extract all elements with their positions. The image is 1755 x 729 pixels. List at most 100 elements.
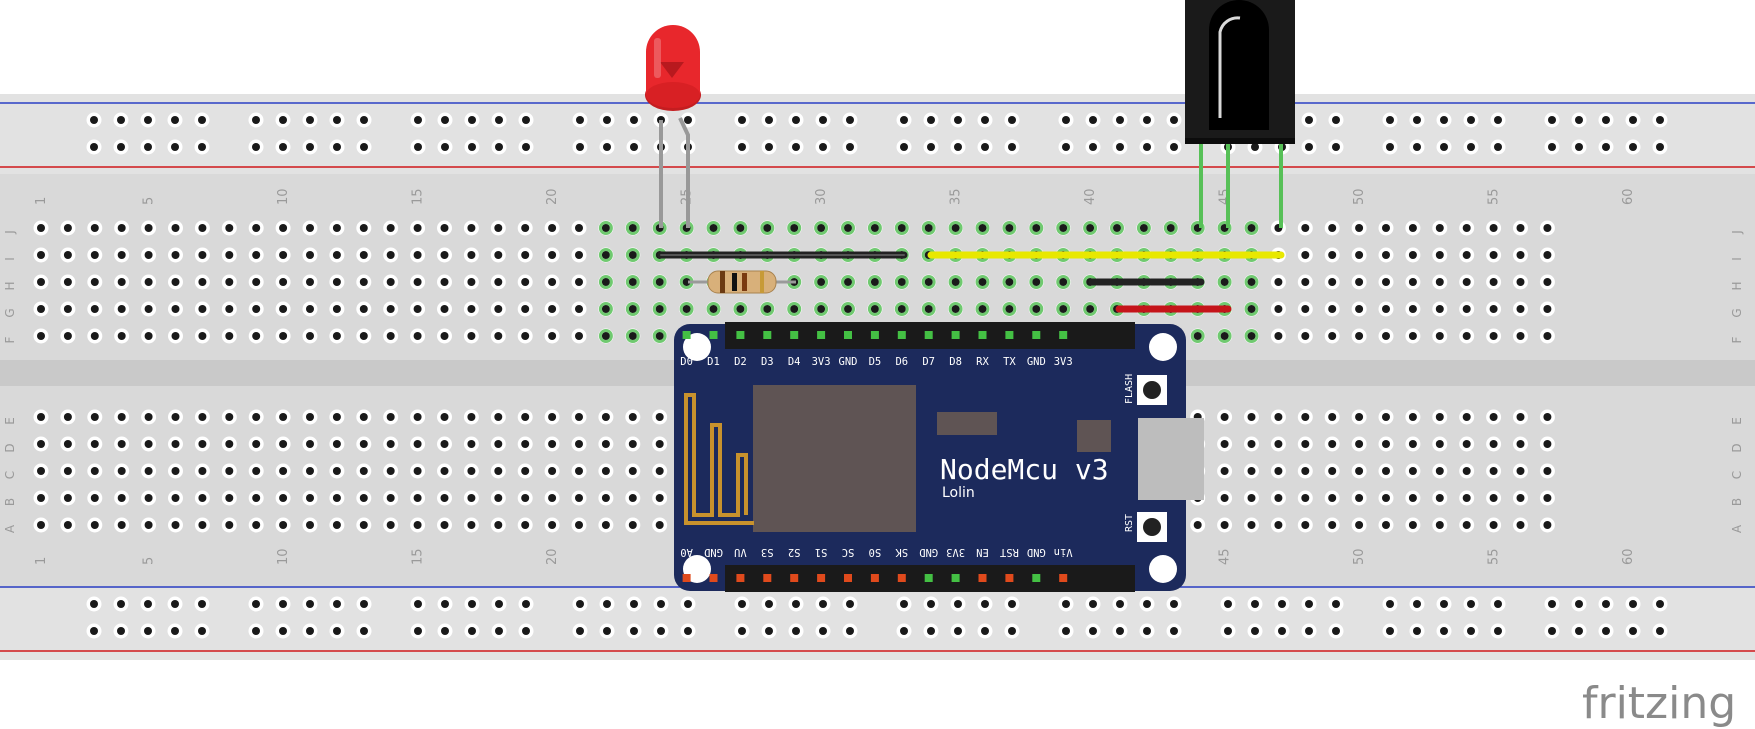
connected-hole-highlight (652, 275, 667, 289)
pin-pad-bottom (870, 574, 879, 582)
rail-hole (1625, 112, 1641, 128)
breadboard-hole (60, 436, 76, 452)
breadboard-hole (437, 301, 452, 317)
rail-hole (518, 596, 534, 612)
column-number: 55 (1487, 548, 1502, 565)
breadboard-hole (1459, 436, 1475, 452)
connected-hole-highlight (1029, 302, 1044, 316)
pin-label-top: D7 (922, 356, 935, 368)
breadboard-hole (463, 274, 479, 290)
breadboard-hole (221, 517, 237, 533)
rail-hole (1436, 623, 1452, 639)
breadboard-hole (168, 409, 183, 425)
rail-hole (437, 139, 453, 155)
breadboard-hole (248, 247, 264, 263)
breadboard-hole (544, 463, 560, 479)
pin-label-bottom: A0 (680, 546, 693, 558)
rail-hole (1112, 112, 1128, 128)
breadboard-hole (194, 436, 210, 452)
rail-hole (815, 139, 831, 155)
breadboard-hole (1217, 463, 1233, 479)
breadboard-hole (1405, 328, 1421, 344)
connected-hole-highlight (1029, 221, 1044, 235)
breadboard-hole (33, 301, 49, 317)
breadboard-hole (410, 220, 426, 236)
breadboard-hole (356, 463, 372, 479)
column-number: 20 (545, 188, 560, 205)
rail-hole (1409, 112, 1425, 128)
breadboard-hole (1539, 274, 1555, 290)
breadboard-hole (168, 436, 183, 452)
breadboard-hole (1513, 409, 1528, 425)
connected-hole-highlight (598, 248, 613, 262)
breadboard-hole (87, 247, 103, 263)
pin-pad-top (682, 331, 691, 339)
breadboard-hole (410, 517, 426, 533)
pin-pad-bottom (897, 574, 906, 582)
pin-label-top: GND (1027, 356, 1046, 368)
row-letter: G (1730, 308, 1744, 317)
rail-hole (1544, 623, 1560, 639)
rail-hole (1652, 596, 1668, 612)
rail-hole (1598, 596, 1614, 612)
rail-hole (1004, 139, 1020, 155)
breadboard-hole (544, 490, 560, 506)
connected-hole-highlight (1002, 302, 1017, 316)
breadboard-hole (114, 220, 130, 236)
breadboard-hole (1324, 220, 1340, 236)
rail-hole (788, 623, 804, 639)
rail-hole (1571, 139, 1587, 155)
breadboard-hole (114, 328, 130, 344)
breadboard-hole (1486, 517, 1502, 533)
connected-hole-highlight (1244, 221, 1259, 235)
chip-rect (937, 412, 997, 435)
breadboard-hole (114, 301, 130, 317)
row-letter: C (1730, 471, 1744, 479)
breadboard-hole (598, 436, 614, 452)
pin-pad-top (951, 331, 960, 339)
breadboard-hole (1270, 517, 1286, 533)
row-letter: F (3, 336, 17, 343)
rail-hole (923, 596, 939, 612)
rail-hole (410, 139, 426, 155)
breadboard-hole (1324, 409, 1340, 425)
connected-hole-highlight (625, 221, 640, 235)
breadboard-hole (1405, 220, 1421, 236)
breadboard-hole (598, 463, 614, 479)
breadboard-hole (248, 490, 264, 506)
ir-receiver-sensor (1185, 0, 1295, 228)
pin-pad-bottom (682, 574, 691, 582)
breadboard-hole (248, 517, 264, 533)
breadboard-hole (598, 490, 614, 506)
breadboard-hole (60, 301, 76, 317)
breadboard-hole (1324, 274, 1340, 290)
row-letter: J (1730, 230, 1744, 235)
breadboard-hole (60, 274, 76, 290)
rail-hole (599, 139, 615, 155)
pin-pad-bottom (709, 574, 718, 582)
rail-hole (1544, 139, 1560, 155)
connected-hole-highlight (841, 221, 855, 235)
rail-hole (1166, 112, 1182, 128)
pin-pad-bottom (1032, 574, 1041, 582)
power-rail-bottom (0, 588, 1755, 660)
rail-hole (356, 623, 372, 639)
breadboard-hole (1378, 301, 1394, 317)
rail-hole (437, 623, 453, 639)
breadboard-hole (1351, 301, 1367, 317)
rail-hole (1328, 112, 1344, 128)
connected-hole-highlight (787, 302, 802, 316)
breadboard-hole (275, 220, 291, 236)
row-letter: B (1730, 498, 1744, 506)
breadboard-hole (625, 409, 641, 425)
rail-hole (1004, 596, 1020, 612)
row-letter: I (3, 257, 17, 261)
rail-hole (1571, 112, 1587, 128)
breadboard-hole (383, 436, 399, 452)
breadboard-hole (221, 463, 237, 479)
rail-hole (1382, 596, 1398, 612)
pin-pad-bottom (763, 574, 772, 582)
connected-hole-highlight (1083, 302, 1098, 316)
connected-hole-highlight (841, 275, 855, 289)
rail-hole (572, 112, 588, 128)
